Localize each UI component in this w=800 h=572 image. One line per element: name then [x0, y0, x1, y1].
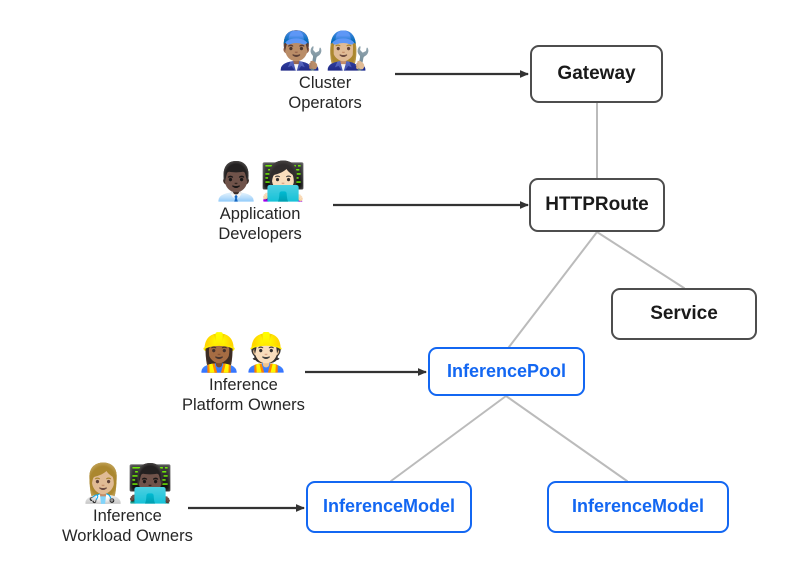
- node-label: InferenceModel: [322, 496, 456, 517]
- node-inferencepool[interactable]: InferencePool: [428, 347, 585, 396]
- edge-inferencepool-to-inferencemodel2: [505, 395, 628, 482]
- node-inferencemodel2[interactable]: InferenceModel: [547, 481, 729, 533]
- edge-httproute-to-service: [596, 231, 685, 289]
- persona-arrows: [188, 70, 529, 512]
- node-inferencemodel1[interactable]: InferenceModel: [306, 481, 472, 533]
- node-label: HTTPRoute: [545, 193, 649, 215]
- persona-label-line2: Workload Owners: [62, 526, 193, 545]
- edge-inferencepool-to-inferencemodel1: [390, 395, 507, 482]
- persona-label-line1: Cluster: [298, 73, 352, 92]
- edge-httproute-to-inferencepool: [508, 231, 598, 348]
- node-label: InferencePool: [446, 360, 567, 381]
- node-service[interactable]: Service: [611, 288, 757, 340]
- persona-label-line2: Operators: [288, 93, 362, 112]
- persona-avatar-icon: 👷🏾‍♀️👷🏻: [196, 331, 291, 374]
- persona-label-line2: Platform Owners: [182, 395, 305, 414]
- node-label: Service: [650, 302, 718, 324]
- persona-avatar-icon: 👩🏼‍⚕️👨🏿‍💻: [80, 462, 175, 505]
- node-label: Gateway: [557, 62, 636, 84]
- node-gateway[interactable]: Gateway: [530, 45, 663, 103]
- node-label: InferenceModel: [571, 496, 705, 517]
- persona-label-line1: Inference: [209, 375, 278, 394]
- persona-label-line1: Application: [219, 204, 301, 223]
- node-httproute[interactable]: HTTPRoute: [529, 178, 665, 232]
- persona-label-line1: Inference: [93, 506, 162, 525]
- persona-avatar-icon: 👨🏿‍💼👩🏻‍💻: [213, 160, 308, 203]
- persona-avatar-icon: 👨🏽‍🔧👩🏼‍🔧: [278, 29, 373, 72]
- persona-label-line2: Developers: [218, 224, 302, 243]
